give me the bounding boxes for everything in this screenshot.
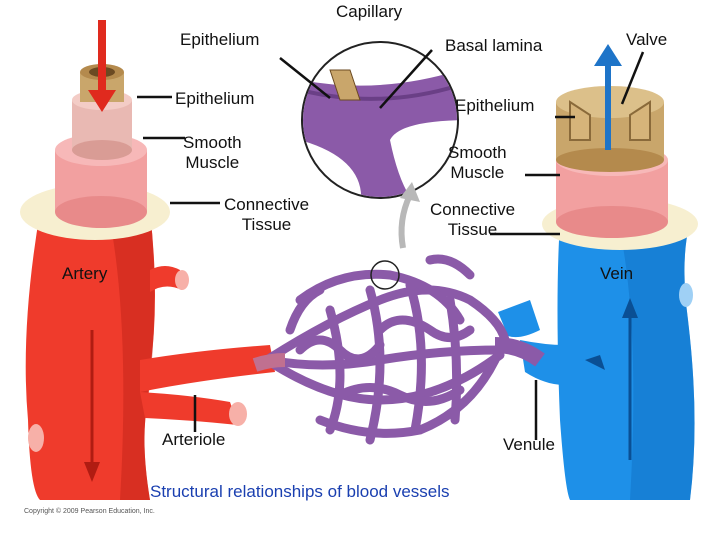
capillary-bed xyxy=(265,254,510,445)
label-valve: Valve xyxy=(626,30,668,49)
leader-basal-lamina xyxy=(379,49,433,109)
label-connective-tissue-vein: Connective Tissue xyxy=(430,200,516,239)
label-epithelium-vein: Epithelium xyxy=(455,96,535,115)
copyright-notice: Copyright © 2009 Pearson Education, Inc. xyxy=(24,508,155,515)
label-vein: Vein xyxy=(600,264,634,283)
label-venule: Venule xyxy=(503,435,555,454)
artery-vessel xyxy=(25,212,275,500)
artery-layers xyxy=(20,20,170,240)
capillary-zoom-circle xyxy=(301,41,459,290)
leader-valve xyxy=(620,51,645,105)
label-artery: Artery xyxy=(62,264,108,283)
figure-caption: Structural relationships of blood vessel… xyxy=(150,482,450,501)
label-smooth-muscle-artery: Smooth Muscle xyxy=(183,133,242,172)
label-connective-tissue-artery: Connective Tissue xyxy=(224,195,310,234)
vein-layers xyxy=(542,44,698,250)
label-arteriole: Arteriole xyxy=(162,430,226,449)
leader-epithelium-top xyxy=(279,57,331,99)
leader-lines xyxy=(137,49,645,440)
label-epithelium-top: Epithelium xyxy=(180,30,260,49)
label-basal-lamina: Basal lamina xyxy=(445,36,543,55)
label-epithelium-artery: Epithelium xyxy=(175,89,255,108)
label-capillary: Capillary xyxy=(336,2,403,21)
vein-vessel xyxy=(498,222,695,500)
label-smooth-muscle-vein: Smooth Muscle xyxy=(448,143,507,182)
